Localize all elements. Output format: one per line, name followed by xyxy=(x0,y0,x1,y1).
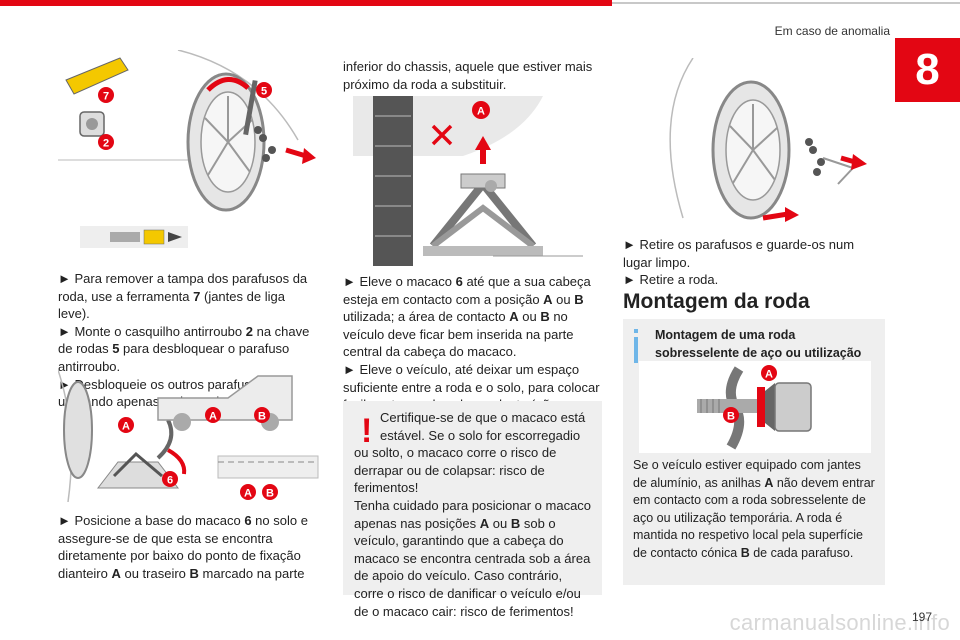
svg-text:A: A xyxy=(765,369,773,381)
top-accent-grey xyxy=(612,2,960,4)
page-number: 197 xyxy=(911,610,932,624)
callout-B-car: B xyxy=(254,407,270,423)
callout-A-sill: A xyxy=(240,484,256,500)
callout-6: 6 xyxy=(162,471,178,487)
svg-text:B: B xyxy=(266,488,274,500)
bolt-washer-figure: A B xyxy=(639,361,871,453)
section-title: Em caso de anomalia xyxy=(774,24,890,38)
col2-paragraph-0: inferior do chassis, aquele que estiver … xyxy=(343,59,593,92)
top-accent-bar xyxy=(0,0,960,6)
callout-A-jack: A xyxy=(118,417,134,433)
callout-B-sill: B xyxy=(262,484,278,500)
info-box: Montagem de uma roda sobresselente de aç… xyxy=(623,319,885,585)
svg-text:7: 7 xyxy=(103,91,109,103)
exclamation-icon: ! xyxy=(361,412,373,450)
callout-2: 2 xyxy=(98,134,114,150)
callout-7: 7 xyxy=(98,87,114,103)
svg-text:A: A xyxy=(244,488,252,500)
svg-text:6: 6 xyxy=(167,475,173,487)
section-heading: Montagem da roda xyxy=(623,290,810,313)
callout-A-jack-head: A xyxy=(472,101,490,119)
jack-points-figure: A B A 6 A B xyxy=(58,370,319,502)
watermark: carmanualsonline.info xyxy=(729,610,950,635)
top-accent-red xyxy=(0,0,612,6)
svg-text:A: A xyxy=(122,421,130,433)
callout-A-car: A xyxy=(205,407,221,423)
jack-lifting-figure: A xyxy=(353,96,583,266)
chapter-number-badge: 8 xyxy=(895,38,960,102)
svg-text:A: A xyxy=(477,106,485,118)
info-text: Se o veículo estiver equipado com jantes… xyxy=(633,458,875,560)
col1-text-2: ► Posicione a base do macaco 6 no solo e… xyxy=(58,512,320,582)
callout-5: 5 xyxy=(256,82,272,98)
info-icon-dot xyxy=(634,329,638,333)
callout-A-washer: A xyxy=(761,365,777,381)
wheel-bolts-figure: 7 2 5 xyxy=(58,50,316,248)
svg-text:5: 5 xyxy=(261,86,267,98)
info-icon xyxy=(634,337,638,363)
col3-text-1: ► Retire os parafusos e guarde-os num lu… xyxy=(623,236,885,289)
svg-text:B: B xyxy=(258,411,266,423)
svg-text:2: 2 xyxy=(103,138,109,150)
col3-paragraph-1: ► Retire os parafusos e guarde-os num lu… xyxy=(623,237,855,288)
wheel-removal-figure xyxy=(669,58,867,222)
col1-paragraph-2: ► Posicione a base do macaco 6 no solo e… xyxy=(58,513,308,581)
col2-text-0: inferior do chassis, aquele que estiver … xyxy=(343,58,602,93)
svg-text:A: A xyxy=(209,411,217,423)
svg-text:B: B xyxy=(727,411,735,423)
callout-B-cone: B xyxy=(723,407,739,423)
